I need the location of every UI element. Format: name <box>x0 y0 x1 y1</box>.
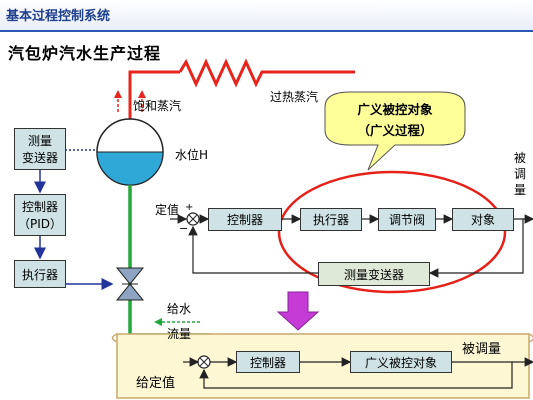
callout-line2: （广义过程） <box>357 123 433 138</box>
loop-actuator-label: 执行器 <box>312 213 349 227</box>
superheated-steam-label: 过热蒸汽 <box>270 90 319 104</box>
control-valve-label: 调节阀 <box>388 213 425 227</box>
bottom-setpoint-label: 给定值 <box>136 376 176 391</box>
simplified-panel <box>116 333 530 399</box>
bottom-controller-label: 控制器 <box>249 355 286 370</box>
left-actuator-block: 执行器 <box>14 260 66 288</box>
level-transmitter-line2: 变送器 <box>21 151 58 165</box>
pid-controller-line1: 控制器 <box>21 200 58 214</box>
plus-sign: + <box>185 202 194 213</box>
level-transmitter-line1: 测量 <box>27 134 52 148</box>
object-label: 对象 <box>470 213 495 227</box>
loop-transmitter-label: 测量变送器 <box>343 267 404 282</box>
generalized-object-block: 广义被控对象 <box>350 351 452 373</box>
feedwater-label-1: 给水 <box>167 302 192 316</box>
object-block: 对象 <box>452 208 514 231</box>
left-actuator-label: 执行器 <box>21 267 58 282</box>
header-bar: 基本过程控制系统 <box>0 0 533 30</box>
water-level-label: 水位H <box>175 148 209 162</box>
bottom-controller-block: 控制器 <box>236 351 300 373</box>
minus-sign: − <box>179 222 189 235</box>
pid-controller-block: 控制器 （PID） <box>14 194 66 236</box>
drum-water <box>96 151 164 186</box>
level-transmitter-block: 测量 变送器 <box>14 128 66 170</box>
loop-controller-block: 控制器 <box>208 208 282 231</box>
superheater-coil <box>178 58 355 88</box>
controlled-variable-char1: 被 <box>514 151 527 165</box>
loop-transmitter-block: 测量变送器 <box>318 262 430 286</box>
header-divider <box>0 30 533 32</box>
header-title: 基本过程控制系统 <box>6 9 111 24</box>
diagram-title: 汽包炉汽水生产过程 <box>8 44 162 63</box>
feedwater-label-2: 流量 <box>167 327 192 341</box>
callout-bubble <box>324 91 466 171</box>
controlled-variable-char3: 量 <box>514 183 527 197</box>
loop-actuator-block: 执行器 <box>300 208 362 231</box>
generalized-process-ellipse <box>277 170 507 294</box>
loop-controller-label: 控制器 <box>226 213 263 227</box>
saturated-steam-label: 饱和蒸汽 <box>133 99 182 113</box>
callout-line1: 广义被控对象 <box>357 102 433 117</box>
steam-line <box>128 70 180 122</box>
transform-arrow <box>276 291 320 331</box>
controlled-variable-label: 被 调 量 <box>514 150 526 198</box>
setpoint-label: 定值 <box>155 203 180 217</box>
bottom-output-label: 被调量 <box>462 342 502 357</box>
pid-controller-line2: （PID） <box>17 217 63 231</box>
control-valve-block: 调节阀 <box>378 208 436 231</box>
generalized-object-label: 广义被控对象 <box>364 355 437 370</box>
controlled-variable-char2: 调 <box>514 167 527 181</box>
